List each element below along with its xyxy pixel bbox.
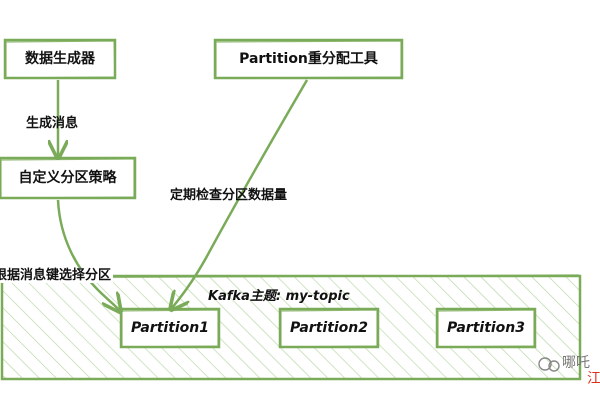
partition1-label: Partition1 <box>130 320 210 336</box>
partition2-label: Partition2 <box>289 320 369 336</box>
watermark-logo <box>538 357 560 372</box>
partition3-box <box>435 307 537 349</box>
strategy-label: 自定义分区策略 <box>18 170 117 186</box>
edge-label-check-volume: 定期检查分区数据量 <box>170 188 288 203</box>
watermark-accent: 江 <box>587 371 600 387</box>
generator-box <box>3 38 117 80</box>
strategy-box <box>0 156 137 200</box>
topic-label: Kafka主题: my-topic <box>208 289 350 304</box>
edge-label-generate: 生成消息 <box>26 116 79 131</box>
watermark-text: 哪吒 <box>562 355 590 371</box>
edge-tool-to-partition1 <box>172 79 309 308</box>
partition-tool-box <box>213 38 404 80</box>
generator-label: 数据生成器 <box>25 51 95 67</box>
partition3-label: Partition3 <box>446 320 526 336</box>
partition1-box <box>119 307 221 349</box>
partition2-box <box>278 307 380 349</box>
edge-label-select-partition: 根据消息键选择分区 <box>0 268 114 283</box>
partition-tool-label: Partition重分配工具 <box>239 51 378 67</box>
edge-strategy-to-partition1 <box>56 199 119 310</box>
